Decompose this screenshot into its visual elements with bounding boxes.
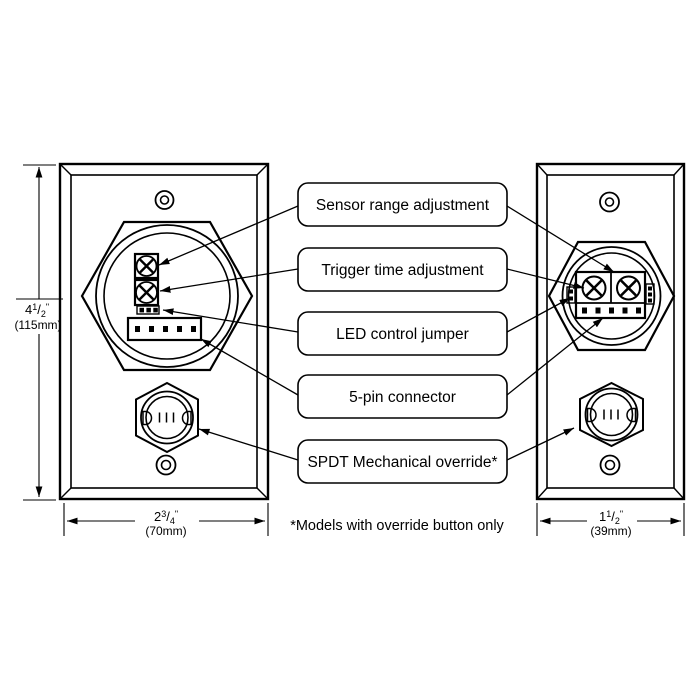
callout-sensor-range-label: Sensor range adjustment [316,197,490,214]
right-sensor-hex-bezel [547,240,676,352]
arrow-led-jumper-right [506,297,571,333]
left-trigger-potentiometer [133,278,160,307]
arrow-sensor-range-left [158,205,299,266]
left-plate-corner-bevels [59,163,269,500]
arrow-spdt-right [506,427,575,461]
left-override-button [135,381,199,454]
callout-led-jumper: LED control jumper [297,311,508,356]
dimension-height: 41/2" (115mm) [14,164,63,501]
left-sensor-head [80,220,254,372]
arrow-5pin-right [506,317,604,396]
right-led-jumper [566,286,576,304]
height-dimension-inches: 41/2" [25,302,49,319]
callout-5pin-connector-label: 5-pin connector [349,389,456,406]
left-sensor-lens-inner [103,232,231,360]
left-override-contact-face [142,410,192,426]
left-range-potentiometer [133,252,160,280]
right-plate-outer-edge [535,162,686,501]
arrow-trigger-time-right [506,268,585,289]
callout-5pin-connector: 5-pin connector [297,374,508,419]
callout-trigger-time-label: Trigger time adjustment [321,262,484,279]
arrow-trigger-time-left [159,268,299,293]
callout-spdt-override: SPDT Mechanical override* [297,439,508,484]
right-bottom-screw-icon [599,454,621,476]
callout-spdt-override-label: SPDT Mechanical override* [307,454,497,471]
left-top-screw-icon [154,190,175,210]
width-small-inches: 11/2" [599,509,623,526]
left-plate-outer-edge [58,162,270,501]
left-sensor-lens-outer [95,224,239,368]
height-dimension-metric: (115mm) [14,318,61,332]
right-5pin-connector [582,307,641,314]
arrow-led-jumper-left [162,308,299,333]
right-sensor-head [547,240,676,352]
left-bottom-screw-icon [155,454,177,476]
callout-labels: Sensor range adjustment Trigger time adj… [297,182,508,484]
right-sensor-lens-outer [561,246,662,346]
left-5pin-connector [126,316,203,342]
right-plate-inner-bevel [546,174,675,489]
right-range-potentiometer [616,275,641,301]
right-wall-plate [535,162,686,501]
right-adjustment-module [574,270,647,320]
callout-sensor-range: Sensor range adjustment [297,182,508,227]
width-small-metric: (39mm) [590,524,631,538]
right-top-screw-icon [599,191,620,213]
right-trigger-potentiometer [581,275,607,301]
width-large-metric: (70mm) [145,524,186,538]
left-plate-inner-bevel [70,174,258,489]
arrow-sensor-range-right [506,205,615,273]
left-led-jumper [136,305,160,315]
width-large-inches: 23/4" [154,509,178,526]
callout-trigger-time: Trigger time adjustment [297,247,508,292]
arrow-5pin-left [200,338,299,396]
right-override-hex-bezel [579,381,644,448]
footnote-override-models: *Models with override button only [290,518,504,534]
right-side-jumper [645,283,655,305]
left-wall-plate [58,162,270,501]
dimension-width-small: 11/2" (39mm) [536,503,685,538]
left-sensor-hex-bezel [80,220,254,372]
callout-led-jumper-label: LED control jumper [336,326,469,343]
left-override-hex-bezel [135,381,199,454]
right-plate-corner-bevels [536,163,685,500]
right-override-contact-face [586,407,637,423]
leader-arrows [158,205,615,461]
arrow-spdt-left [198,428,299,461]
dimension-width-large: 23/4" (70mm) [63,503,269,538]
right-override-button [579,381,644,448]
